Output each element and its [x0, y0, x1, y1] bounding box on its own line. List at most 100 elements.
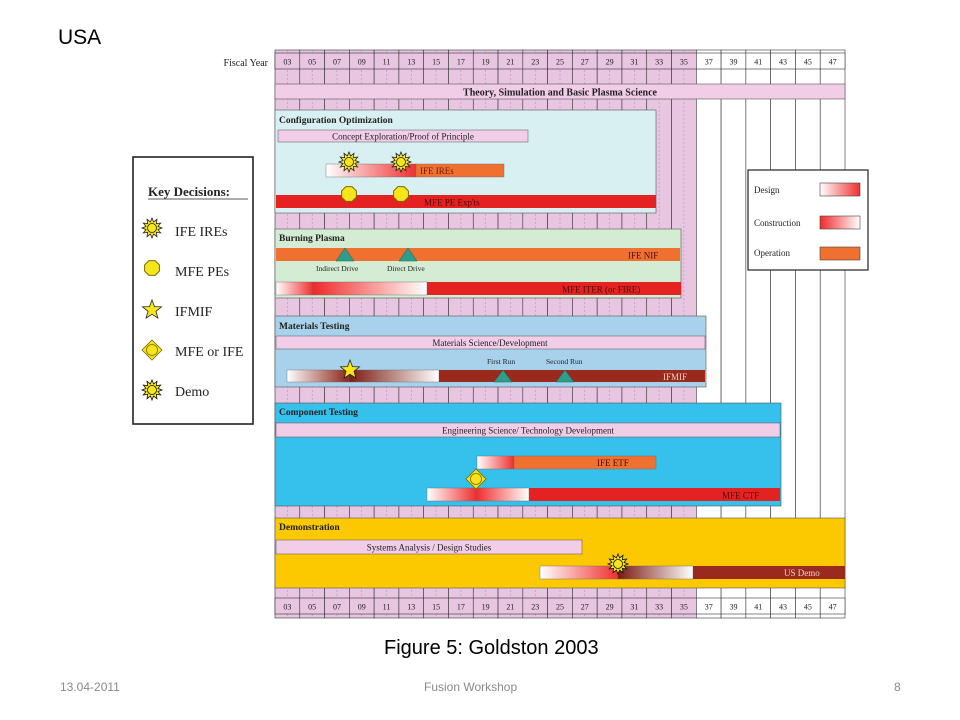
figure-caption: Figure 5: Goldston 2003 — [384, 637, 599, 659]
decision-markers — [337, 150, 630, 576]
component-subtitle: Engineering Science/ Technology Developm… — [442, 426, 614, 436]
legend-demo-label: Demo — [175, 385, 209, 400]
year-label: 29 — [606, 603, 614, 612]
year-label: 05 — [308, 58, 316, 67]
year-label: 17 — [457, 603, 465, 612]
octagon-icon — [144, 260, 160, 276]
year-label: 07 — [333, 58, 341, 67]
first-run-label: First Run — [487, 357, 515, 366]
materials-testing-section: Materials Testing Materials Science/Deve… — [274, 315, 707, 388]
year-label: 13 — [407, 58, 415, 67]
phase-construction-label: Construction — [754, 218, 801, 228]
year-label: 39 — [729, 603, 737, 612]
year-label: 07 — [333, 603, 341, 612]
year-label: 21 — [506, 58, 514, 67]
year-label: 41 — [754, 603, 762, 612]
footer-title: Fusion Workshop — [424, 680, 518, 694]
component-title: Component Testing — [279, 408, 358, 418]
phase-design-label: Design — [754, 185, 780, 195]
ife-ires-bar-label: IFE IREs — [420, 166, 454, 176]
year-label: 39 — [729, 58, 737, 67]
octagon-icon — [341, 186, 357, 202]
year-label: 11 — [383, 603, 391, 612]
year-label: 13 — [407, 603, 415, 612]
sun-burst-icon — [140, 216, 164, 240]
year-label: 19 — [482, 58, 490, 67]
year-label: 19 — [482, 603, 490, 612]
year-label: 43 — [779, 58, 787, 67]
year-label: 45 — [804, 58, 812, 67]
year-label: 43 — [779, 603, 787, 612]
footer-date: 13.04-2011 — [60, 680, 120, 694]
year-label: 15 — [432, 58, 440, 67]
year-label: 33 — [655, 58, 663, 67]
legend-ife-ires-label: IFE IREs — [175, 225, 228, 240]
star-icon — [339, 358, 361, 380]
theory-section: Theory, Simulation and Basic Plasma Scie… — [274, 83, 846, 100]
year-label: 17 — [457, 58, 465, 67]
year-label: 25 — [556, 603, 564, 612]
key-decisions-legend: Key Decisions: IFE IREs MFE PEs IFMIF MF… — [132, 156, 254, 425]
slide-title: USA — [58, 26, 102, 49]
config-subtitle: Concept Exploration/Proof of Principle — [332, 132, 474, 142]
direct-drive-triangle-icon — [398, 247, 418, 262]
year-label: 33 — [655, 603, 663, 612]
year-label: 05 — [308, 603, 316, 612]
phase-construction-swatch — [819, 215, 861, 230]
component-testing-section: Component Testing Engineering Science/ T… — [274, 402, 782, 507]
legend-mfe-or-ife-label: MFE or IFE — [175, 345, 243, 360]
direct-drive-label: Direct Drive — [387, 264, 425, 273]
year-label: 29 — [606, 58, 614, 67]
materials-subtitle: Materials Science/Development — [432, 338, 548, 348]
year-label: 27 — [581, 58, 589, 67]
phase-design-swatch — [819, 182, 861, 197]
fiscal-year-label: Fiscal Year — [224, 58, 269, 69]
second-run-triangle-icon — [555, 369, 575, 383]
phase-operation-swatch — [819, 246, 861, 261]
demonstration-section: Demonstration Systems Analysis / Design … — [274, 517, 846, 589]
diamond-burst-icon — [141, 339, 163, 361]
configuration-optimization-section: Configuration Optimization Concept Explo… — [274, 109, 657, 214]
sun-burst-icon — [337, 150, 361, 174]
ife-etf-bar-label: IFE ETF — [597, 458, 629, 468]
year-label: 23 — [531, 603, 539, 612]
burning-plasma-section: Burning Plasma IFE NIF Indirect Drive Di… — [274, 228, 682, 299]
indirect-drive-triangle-icon — [335, 247, 355, 262]
year-label: 15 — [432, 603, 440, 612]
year-label: 31 — [630, 58, 638, 67]
phase-operation-label: Operation — [754, 248, 790, 258]
year-label: 47 — [829, 603, 837, 612]
year-label: 45 — [804, 603, 812, 612]
config-title: Configuration Optimization — [279, 116, 393, 126]
year-label: 03 — [283, 58, 291, 67]
ifmif-bar-label: IFMIF — [663, 372, 687, 382]
year-label: 27 — [581, 603, 589, 612]
demo-title: Demonstration — [279, 523, 340, 533]
year-label: 09 — [358, 603, 366, 612]
dark-burst-icon — [606, 552, 630, 576]
octagon-icon — [393, 186, 409, 202]
second-run-label: Second Run — [546, 357, 583, 366]
year-label: 25 — [556, 58, 564, 67]
phase-legend: Design Construction Operation — [747, 169, 869, 271]
ife-nif-bar-label: IFE NIF — [628, 251, 658, 261]
footer-page-number: 8 — [894, 680, 901, 694]
dark-burst-icon — [140, 378, 164, 402]
sun-burst-icon — [389, 150, 413, 174]
year-label: 31 — [630, 603, 638, 612]
materials-title: Materials Testing — [279, 322, 350, 332]
year-label: 03 — [283, 603, 291, 612]
theory-title: Theory, Simulation and Basic Plasma Scie… — [463, 88, 657, 99]
diamond-burst-icon — [465, 468, 487, 490]
year-label: 41 — [754, 58, 762, 67]
mfe-pe-bar-label: MFE PE Exp'ts — [424, 198, 480, 208]
year-label: 35 — [680, 58, 688, 67]
mfe-ctf-bar-label: MFE CTF — [722, 491, 759, 501]
burning-title: Burning Plasma — [279, 234, 345, 244]
year-label: 37 — [705, 58, 713, 67]
year-label: 23 — [531, 58, 539, 67]
year-label: 47 — [829, 58, 837, 67]
demo-subtitle: Systems Analysis / Design Studies — [367, 543, 492, 553]
